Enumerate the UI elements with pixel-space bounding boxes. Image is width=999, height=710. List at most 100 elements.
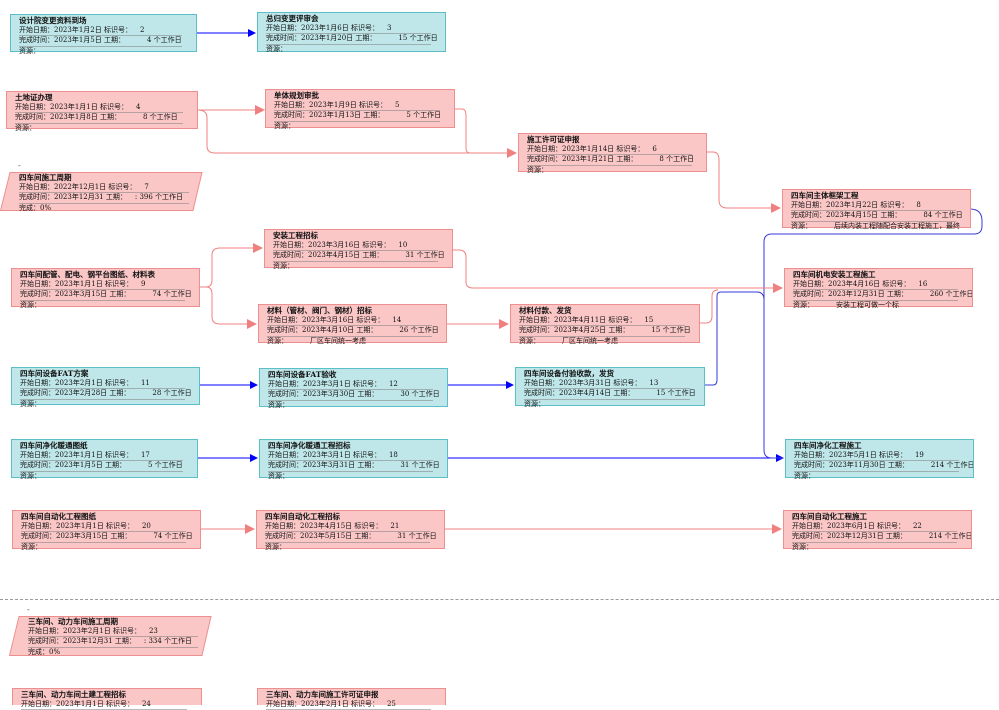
summary-node-7[interactable]: 四车间施工周期 开始日期：2022年12月1日 标识号：7 完成时间：2023年… [0,172,203,212]
task-title: 四车间自动化工程施工 [792,512,867,521]
task-res-row: 资源： [265,542,286,551]
task-node-10[interactable]: 安装工程招标 开始日期：2023年3月16日 标识号：10 完成时间：2023年… [264,229,453,270]
collapse-toggle-23[interactable]: - [27,605,30,614]
task-start-row: 开始日期：2023年2月1日 标识号：23 [28,627,198,638]
task-node-6[interactable]: 施工许可证申报 开始日期：2023年1月14日 标识号：6 完成时间：2023年… [518,133,707,174]
task-title: 四车间主体框架工程 [791,191,859,200]
task-end-row: 完成时间：2023年1月21日 工期：8 个工作日 [527,155,694,166]
task-start-row: 开始日期：2023年4月15日 标识号：21 [265,522,430,533]
task-node-8[interactable]: 四车间主体框架工程 开始日期：2023年1月22日 标识号：8 完成时间：202… [782,189,971,230]
task-node-16[interactable]: 四车间机电安装工程施工 开始日期：2023年4月16日 标识号：16 完成时间：… [784,268,973,309]
task-title: 三车间、动力车间土建工程招标 [21,690,126,699]
task-title: 四车间设备FAT验收 [268,370,337,379]
task-title: 总归变更评审会 [266,14,319,23]
task-end-row: 完成时间：2023年12月31 工期：: 334 个工作日 [28,637,198,648]
task-title: 单体规划审批 [274,91,319,100]
task-title: 设计院变更资料到场 [19,16,87,25]
task-start-row: 开始日期：2023年3月1日 标识号：12 [268,380,433,391]
task-res-row: 资源： [792,542,813,551]
task-node-17[interactable]: 四车间净化暖通图纸 开始日期：2023年1月1日 标识号：17 完成时间：202… [11,439,198,480]
task-end-row: 完成时间：2023年3月30日 工期：30 个工作日 [268,390,440,401]
page-break-line [0,599,999,600]
task-end-row: 完成时间：2023年1月20日 工期：15 个工作日 [266,34,438,45]
task-title: 三车间、动力车间施工周期 [28,617,118,626]
link-8-19 [763,208,983,459]
task-start-row: 开始日期：2023年2月1日 标识号：11 [20,379,185,390]
task-end-row: 完成时间：2023年12月31 工期：: 396 个工作日 [19,193,189,204]
task-node-4[interactable]: 土地证办理 开始日期：2023年1月1日 标识号：4 完成时间：2023年1月8… [6,91,198,132]
task-end-row: 完成时间：2023年2月28日 工期：28 个工作日 [20,389,192,400]
task-title: 四车间净化暖通工程招标 [268,441,351,450]
task-node-12[interactable]: 四车间设备FAT验收 开始日期：2023年3月1日 标识号：12 完成时间：20… [259,368,448,409]
task-start-row: 开始日期：2023年3月31日 标识号：13 [524,379,690,390]
collapse-toggle-7[interactable]: - [18,161,21,170]
task-res-row: 资源： [20,471,41,480]
task-start-row: 开始日期：2023年1月2日 标识号：2 [19,26,182,37]
task-node-2[interactable]: 设计院变更资料到场 开始日期：2023年1月2日 标识号：2 完成时间：2023… [10,14,197,55]
task-node-9[interactable]: 四车间配管、配电、钢平台图纸、材料表 开始日期：2023年1月1日 标识号：9 … [11,268,200,309]
task-end-row: 完成时间：2023年5月15日 工期：31 个工作日 [265,532,437,543]
task-start-row: 开始日期：2023年1月1日 标识号：20 [21,522,186,533]
task-end-row: 完成时间：2023年3月15日 工期：74 个工作日 [21,532,193,543]
task-end-row: 完成时间：2023年4月15日 工期：31 个工作日 [273,251,445,262]
task-title: 四车间自动化工程招标 [265,512,340,521]
task-end-row: 完成时间：2023年4月10日 工期：26 个工作日 [267,326,439,337]
task-res-row: 资源：安装工程可做一个标 [793,300,899,309]
link-15-16 [700,289,719,324]
task-node-20[interactable]: 四车间自动化工程图纸 开始日期：2023年1月1日 标识号：20 完成时间：20… [12,510,201,551]
task-title: 四车间施工周期 [19,173,72,182]
task-node-14[interactable]: 材料（管材、阀门、钢材）招标 开始日期：2023年3月16日 标识号：14 完成… [258,304,447,345]
task-start-row: 开始日期：2023年1月1日 标识号：4 [15,103,183,114]
task-title: 四车间净化暖通图纸 [20,441,88,450]
task-start-row: 开始日期：2022年12月1日 标识号：7 [19,183,189,194]
task-end-row: 完成时间：2023年1月13日 工期：5 个工作日 [274,111,441,122]
task-res-row: 资源：厂区车间统一考虑 [519,336,618,345]
task-res-row: 资源： [20,300,41,309]
task-node-18[interactable]: 四车间净化暖通工程招标 开始日期：2023年3月1日 标识号：18 完成时间：2… [259,439,448,480]
task-node-3[interactable]: 总归变更评审会 开始日期：2023年1月6日 标识号：3 完成时间：2023年1… [257,12,446,53]
task-title: 四车间设备付验收款，发货 [524,369,614,378]
task-res-row: 资源：厂区车间统一考虑 [267,336,366,345]
task-node-5[interactable]: 单体规划审批 开始日期：2023年1月9日 标识号：5 完成时间：2023年1月… [265,89,455,130]
task-start-row: 开始日期：2023年1月6日 标识号：3 [266,24,431,35]
task-end-row: 完成时间：2023年3月15日 工期：74 个工作日 [20,290,192,301]
task-title: 材料付款、发货 [519,306,572,315]
task-node-19[interactable]: 四车间净化工程施工 开始日期：2023年5月1日 标识号：19 完成时间：202… [785,439,974,480]
summary-node-23[interactable]: 三车间、动力车间施工周期 开始日期：2023年2月1日 标识号：23 完成时间：… [9,616,212,656]
task-end-row: 完成时间：2023年12月31日 工期：260 个工作日 [793,290,972,301]
link-13-19 [705,291,765,386]
task-title: 四车间设备FAT方案 [20,369,89,378]
task-res-row: 资源： [20,399,41,408]
task-node-25[interactable]: 三车间、动力车间施工许可证申报 开始日期：2023年2月1日 标识号：25 [257,688,446,710]
task-start-row: 开始日期：2023年1月14日 标识号：6 [527,145,692,156]
task-res-row: 资源： [268,400,289,409]
task-end-row: 完成时间：2023年1月5日 工期：5 个工作日 [20,461,183,472]
task-end-row: 完成时间：2023年4月14日 工期：15 个工作日 [524,389,696,400]
link-10-16 [453,249,783,293]
link-6-8 [707,151,781,213]
task-done-row: 完成：0% [28,647,61,656]
link-5-6 [455,108,471,154]
task-end-row: 完成时间：2023年1月8日 工期：8 个工作日 [15,113,183,124]
summary-shape [0,172,203,211]
task-start-row: 开始日期：2023年1月1日 标识号：9 [20,280,185,291]
task-node-11[interactable]: 四车间设备FAT方案 开始日期：2023年2月1日 标识号：11 完成时间：20… [11,367,200,408]
task-res-row: 资源： [527,165,548,174]
task-res-row: 资源： [21,542,42,551]
task-node-24[interactable]: 三车间、动力车间土建工程招标 开始日期：2023年1月1日 标识号：24 [12,688,202,710]
task-res-row: 资源： [266,44,287,53]
summary-shape [9,616,212,656]
task-res-row: 资源：后续内装工程随配合安装工程施工，最终 [791,221,960,230]
task-title: 三车间、动力车间施工许可证申报 [266,690,379,699]
task-end-row: 完成时间：2023年1月5日 工期：4 个工作日 [19,36,182,47]
task-node-22[interactable]: 四车间自动化工程施工 开始日期：2023年6月1日 标识号：22 完成时间：20… [783,510,972,551]
task-node-13[interactable]: 四车间设备付验收款，发货 开始日期：2023年3月31日 标识号：13 完成时间… [515,367,705,408]
task-node-15[interactable]: 材料付款、发货 开始日期：2023年4月11日 标识号：15 完成时间：2023… [510,304,700,345]
task-res-row: 资源： [524,399,545,408]
task-node-21[interactable]: 四车间自动化工程招标 开始日期：2023年4月15日 标识号：21 完成时间：2… [256,510,445,551]
task-res-row: 资源： [274,121,295,130]
link-9-10 [200,243,263,288]
task-start-row: 开始日期：2023年4月16日 标识号：16 [793,280,958,291]
task-end-row: 完成时间：2023年4月25日 工期：15 个工作日 [519,326,691,337]
